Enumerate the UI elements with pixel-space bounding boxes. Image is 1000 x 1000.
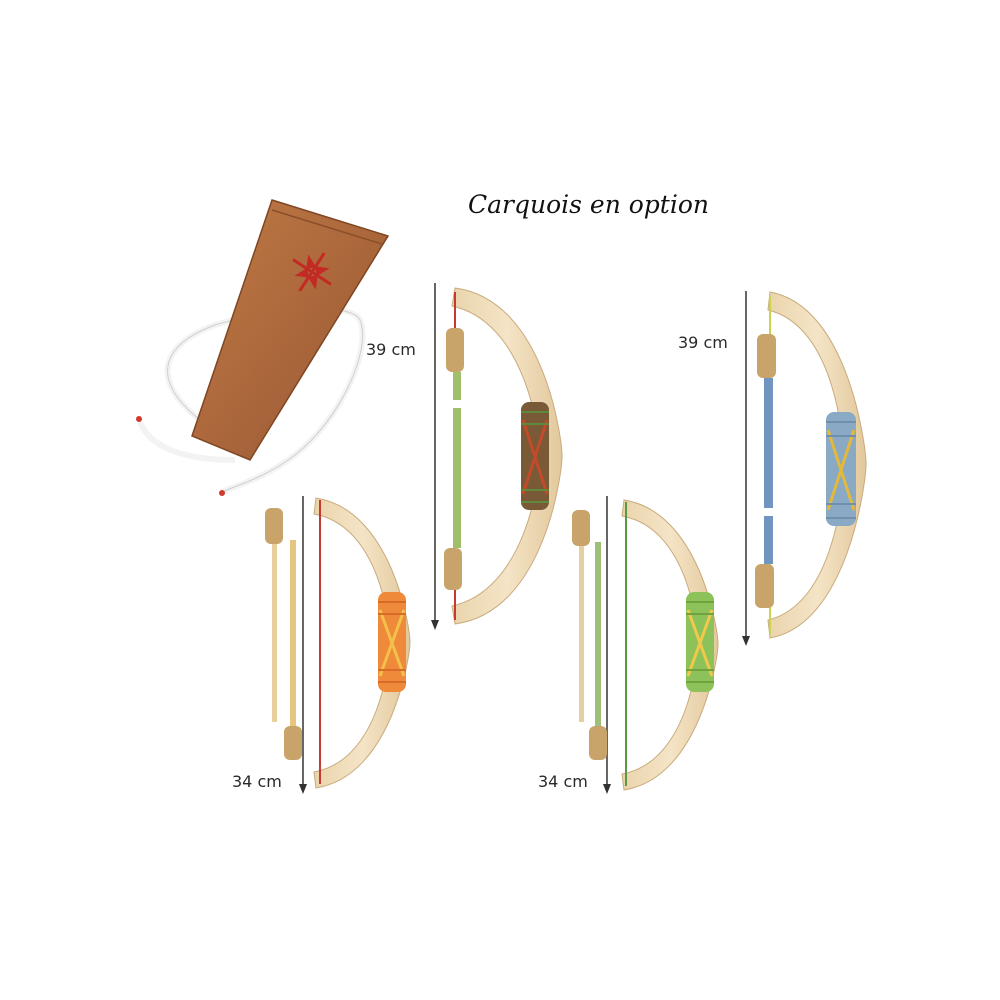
arrow [755, 334, 776, 608]
caption-optional-quiver: Carquois en option [468, 190, 710, 219]
quiver-strap-tip-right [219, 490, 225, 496]
bow-small-orange [265, 496, 411, 794]
quiver-strap-tip-left [136, 416, 142, 422]
quiver-top-seam [271, 209, 383, 245]
bow-grip-wrap [826, 412, 856, 526]
dimension-label-top-right: 39 cm [678, 333, 728, 352]
quiver-strap-outline [167, 308, 364, 493]
quiver [136, 199, 390, 496]
dimension-label-bottom-right: 34 cm [538, 772, 588, 791]
quiver-cross-emblem [292, 252, 332, 292]
bow-large-brown [431, 283, 563, 630]
arrow [265, 508, 302, 760]
bow-grip-wrap [521, 402, 549, 510]
bow-grip-wrap [378, 592, 406, 692]
quiver-body [191, 199, 390, 461]
bow-grip-wrap [686, 592, 714, 692]
quiver-strap-lower [137, 420, 236, 463]
dimension-label-top-left: 39 cm [366, 340, 416, 359]
arrow [572, 510, 607, 760]
dimension-label-bottom-left: 34 cm [232, 772, 282, 791]
bow-large-blue [742, 291, 867, 646]
bow-small-green [572, 496, 719, 794]
arrow [444, 328, 464, 590]
